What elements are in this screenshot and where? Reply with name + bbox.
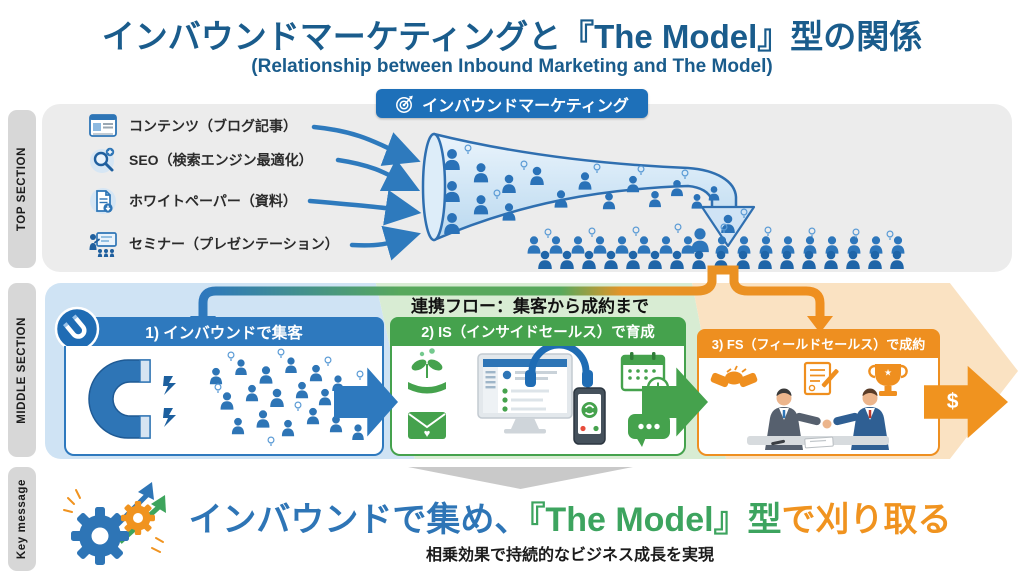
chat-bubble-icon: [628, 414, 670, 447]
down-triangle: [408, 467, 633, 489]
key-message: インバウンドで集め、『The Model』型で刈り取る: [150, 492, 990, 541]
channel-label: セミナー（プレゼンテーション）: [129, 236, 339, 252]
crm-monitor-icon: [477, 353, 573, 434]
inbound-marketing-badge: インバウンドマーケティング: [376, 89, 648, 118]
key-message-subtext: 相乗効果で持続的なビジネス成長を実現: [425, 547, 714, 564]
dollar-label: $: [946, 390, 959, 413]
step-box-inside-sales: 2) IS（インサイドセールス）で育成 ♥: [390, 317, 686, 456]
step3-illustration: ★: [697, 358, 940, 456]
step2-header: 2) IS（インサイドセールス）で育成: [390, 317, 686, 346]
inbound-marketing-badge-label: インバウンドマーケティング: [422, 97, 629, 115]
channel-row-content: コンテンツ（ブログ記事）: [88, 110, 297, 142]
step3-title: 3) FS（フィールドセールス）で成約: [711, 337, 926, 352]
channel-label: コンテンツ（ブログ記事）: [129, 118, 297, 134]
channel-row-seo: SEO（検索エンジン最適化）: [88, 144, 313, 176]
step1-title: 1) インバウンドで集客: [145, 324, 303, 342]
flow-label: 連携フロー：集客から成約まで: [411, 297, 649, 316]
blog-article-icon: [89, 114, 117, 137]
key-message-green: 『The Model』型: [528, 501, 782, 539]
nurture-plant-icon: [408, 348, 446, 394]
target-arrow-icon: [396, 95, 413, 113]
seo-search-icon: [90, 147, 115, 173]
step3-header: 3) FS（フィールドセールス）で成約: [697, 329, 940, 358]
section-tab-keymessage: Key message: [8, 467, 36, 571]
contract-icon: [803, 361, 839, 396]
magnet-attracting-leads: [88, 348, 364, 446]
handshake-icon: [710, 365, 758, 388]
step2-title: 2) IS（インサイドセールス）で育成: [421, 325, 655, 341]
step1-illustration: [64, 346, 384, 456]
step2-illustration: ♥: [390, 346, 686, 456]
step-box-field-sales: 3) FS（フィールドセールス）で成約: [697, 329, 940, 456]
svg-text:♥: ♥: [424, 428, 431, 440]
key-message-blue: インバウンドで集め、: [188, 501, 529, 539]
section-tab-top-label: TOP SECTION: [16, 146, 28, 232]
key-message-orange: で刈り取る: [781, 501, 952, 539]
section-tab-top: TOP SECTION: [8, 110, 36, 268]
channel-row-seminar: セミナー（プレゼンテーション）: [88, 228, 339, 260]
gears-growth-icon: [63, 482, 166, 565]
page-title: インバウンドマーケティングと『The Model』型の関係: [101, 18, 923, 55]
trophy-icon: ★: [868, 364, 908, 396]
seminar-presentation-icon: [89, 232, 117, 257]
inside-sales-tools: ♥: [408, 346, 670, 447]
section-tab-middle-label: MIDDLE SECTION: [16, 316, 28, 424]
section-tab-middle: MIDDLE SECTION: [8, 283, 36, 457]
step-box-inbound: 1) インバウンドで集客: [54, 306, 384, 456]
field-sales-closing: ★: [710, 361, 908, 450]
email-heart-icon: ♥: [408, 412, 446, 440]
page-subtitle: (Relationship between Inbound Marketing …: [251, 56, 773, 77]
step1-header: 1) インバウンドで集客: [64, 317, 384, 346]
channel-label: ホワイトペーパー（資料）: [129, 193, 297, 209]
whitepaper-download-icon: [90, 188, 116, 214]
svg-text:★: ★: [884, 368, 892, 378]
section-tab-keymessage-label: Key message: [16, 478, 28, 560]
phone-icon: [573, 387, 606, 445]
channel-row-whitepaper: ホワイトペーパー（資料）: [88, 185, 297, 217]
channel-label: SEO（検索エンジン最適化）: [129, 152, 313, 168]
businessmen-handshake: [747, 388, 889, 450]
